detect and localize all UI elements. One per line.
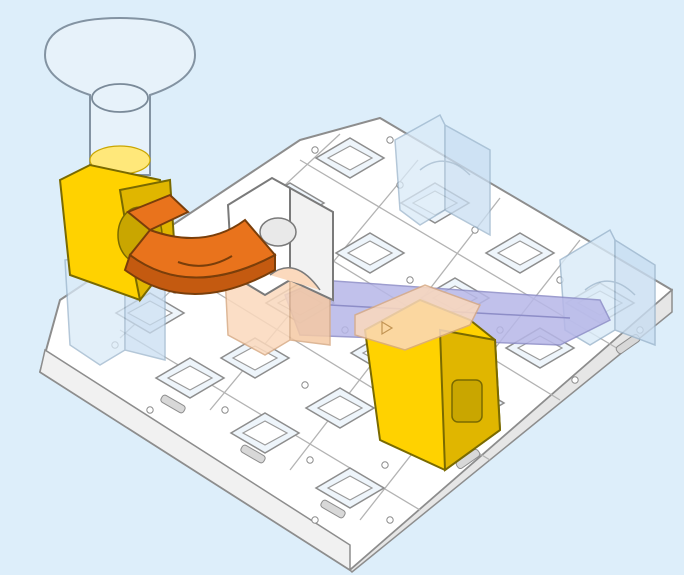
funnel <box>45 18 195 175</box>
